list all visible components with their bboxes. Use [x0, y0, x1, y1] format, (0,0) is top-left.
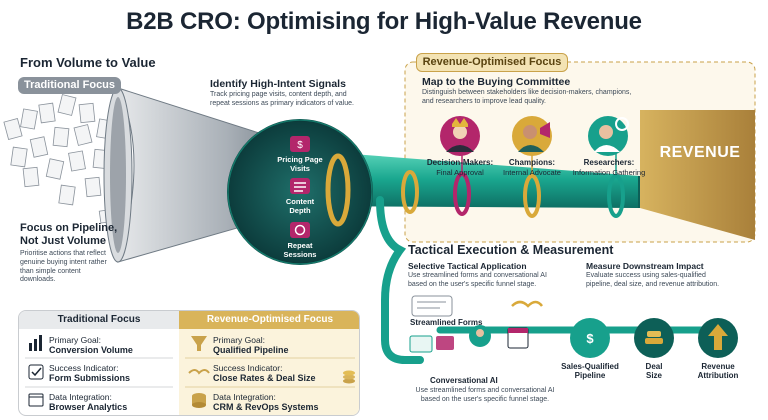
persona-researchers: Researchers:Information Gathering [572, 158, 646, 177]
page-title: B2B CRO: Optimising for High-Value Reven… [126, 8, 642, 35]
focus-heading: Focus on Pipeline, Not Just Volume [20, 222, 118, 247]
signals-text: Track pricing page visits, content depth… [210, 91, 354, 107]
measure-heading: Measure Downstream Impact [586, 261, 704, 271]
check-icon [28, 364, 44, 380]
conversational-ai-text: Use streamlined forms and conversational… [415, 387, 555, 403]
coin-stack-icon [343, 370, 355, 384]
database-icon [192, 393, 206, 408]
row2-right: Success Indicator:Close Rates & Deal Siz… [213, 363, 316, 384]
handshake-icon [511, 300, 543, 308]
sqp-kpi-icon [570, 318, 610, 358]
ring-gold-1 [325, 153, 351, 227]
row3-right: Data Integration:CRM & RevOps Systems [213, 392, 319, 413]
ring-gold-2 [401, 170, 419, 214]
table-header-traditional: Traditional Focus [19, 311, 179, 329]
teal-pipe [300, 150, 640, 208]
persona-decision-makers: Decision-Makers:Final Approval [426, 158, 494, 177]
revenue-label: REVENUE [659, 144, 741, 161]
buying-committee-text: Distinguish between stakeholders like de… [422, 89, 632, 105]
left-heading: From Volume to Value [20, 55, 156, 70]
content-depth-icon [290, 178, 310, 194]
pricing-icon [290, 136, 310, 152]
row2-left: Success Indicator:Form Submissions [49, 363, 131, 384]
svg-text:$: $ [297, 140, 303, 151]
comparison-table: Traditional Focus Revenue-Optimised Focu… [18, 310, 360, 416]
table-header-revenue: Revenue-Optimised Focus [179, 311, 359, 329]
conversational-ai-label: Conversational AI [430, 376, 498, 385]
svg-text:$: $ [586, 331, 594, 346]
measure-text: Evaluate success using sales-qualified p… [586, 272, 720, 288]
row3-left: Data Integration:Browser Analytics [49, 392, 128, 413]
browser-icon [28, 393, 44, 407]
signals-heading: Identify High-Intent Signals [210, 78, 346, 90]
handshake-small-icon [188, 369, 210, 375]
streamlined-forms-label: Streamlined Forms [410, 318, 483, 327]
revenue-block [640, 110, 755, 240]
selective-text: Use streamlined forms and conversational… [408, 272, 547, 288]
revenue-focus-pill: Revenue-Optimised Focus [416, 53, 568, 72]
form-icon [411, 295, 453, 317]
traditional-focus-pill: Traditional Focus [18, 77, 121, 94]
selective-heading: Selective Tactical Application [408, 261, 527, 271]
row1-left: Primary Goal:Conversion Volume [49, 335, 133, 356]
tactical-heading: Tactical Execution & Measurement [408, 243, 614, 257]
chat-icon [409, 335, 433, 353]
repeat-sessions-icon [290, 222, 310, 238]
row1-right: Primary Goal:Qualified Pipeline [213, 335, 289, 356]
funnel-small-icon [191, 336, 207, 351]
bar-chart-icon [29, 335, 42, 351]
focus-text: Prioritise actions that reflect genuine … [20, 250, 107, 284]
persona-champions: Champions:Internal Advocate [503, 158, 561, 177]
buying-committee-heading: Map to the Buying Committee [422, 76, 571, 88]
